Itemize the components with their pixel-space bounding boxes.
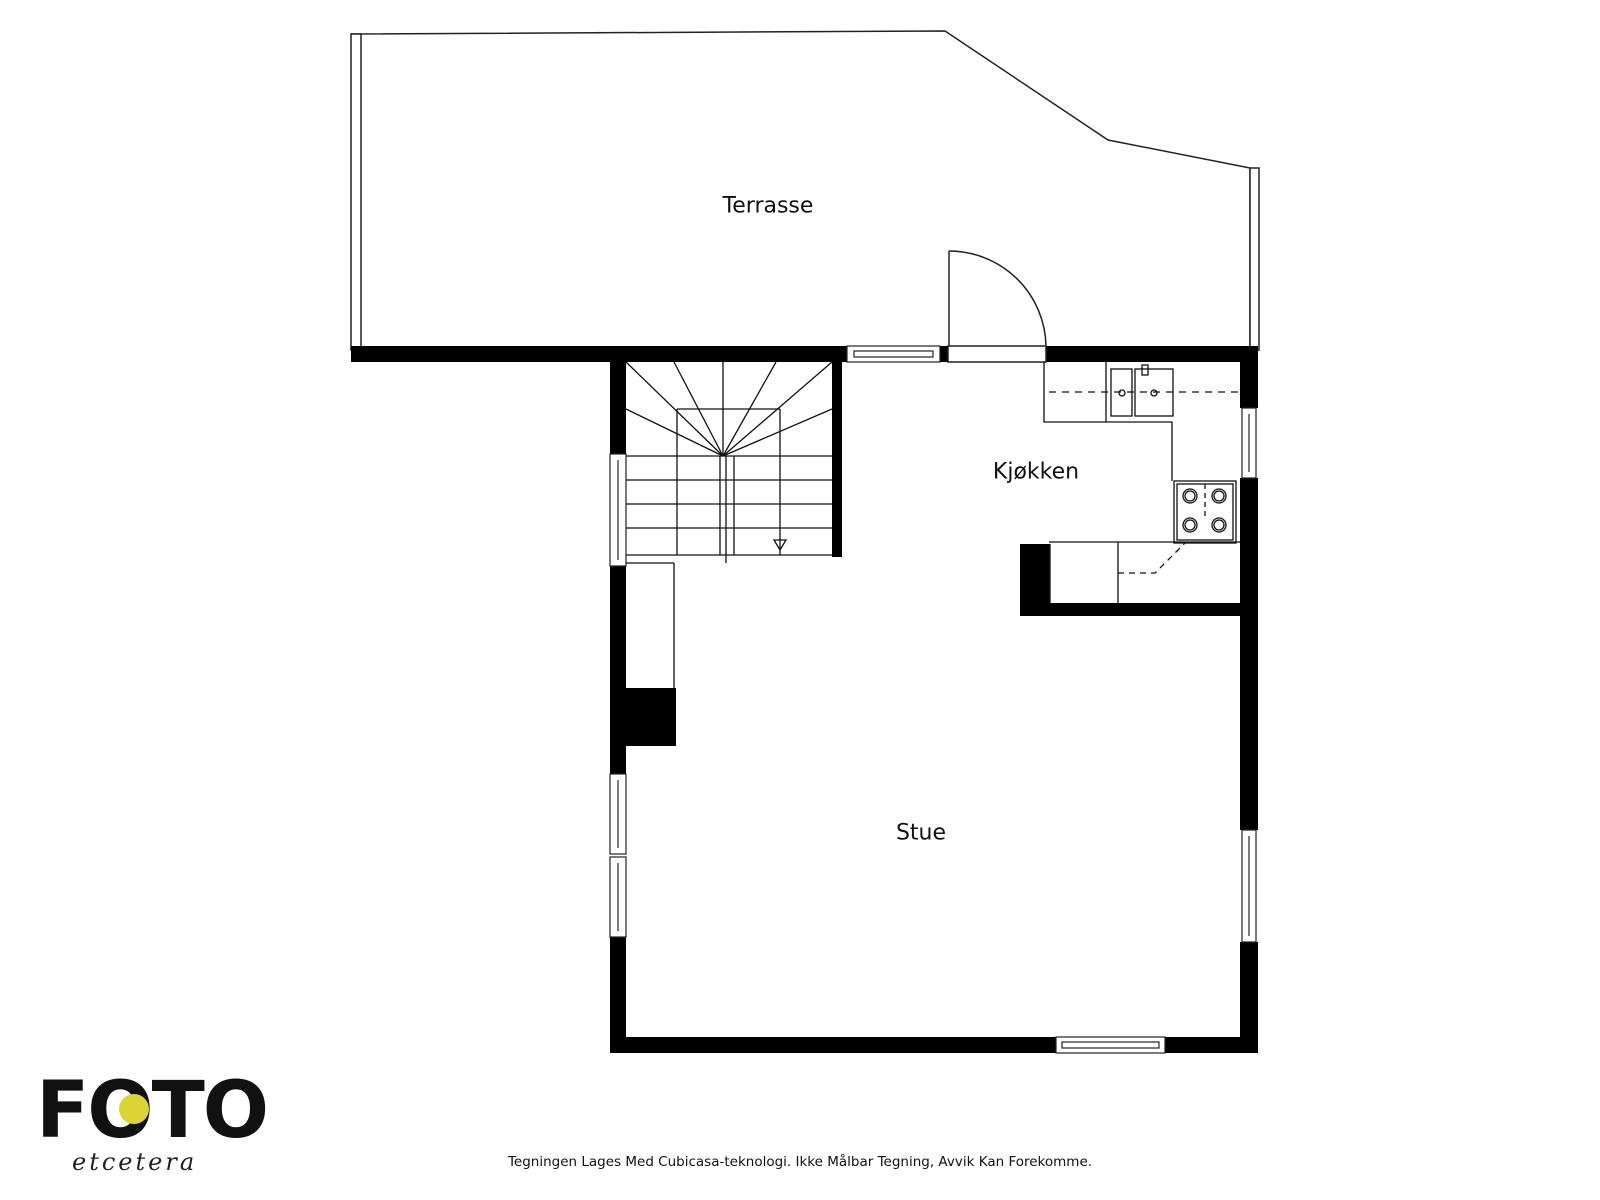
bottom-wall — [610, 1037, 1258, 1053]
right-windows — [1241, 407, 1257, 943]
room-label-stue: Stue — [895, 820, 947, 846]
logo-subtext: etcetera — [72, 1148, 198, 1176]
room-label-terrasse: Terrasse — [722, 193, 814, 219]
left-windows — [609, 453, 627, 938]
stove — [1173, 480, 1237, 544]
window-top — [846, 345, 941, 363]
kitchen — [1020, 362, 1240, 616]
disclaimer-text: Tegningen Lages Med Cubicasa-teknologi. … — [507, 1154, 1093, 1170]
left-wall — [610, 346, 676, 1053]
top-wall — [351, 346, 1258, 362]
foto-etcetera-logo: FOTO etcetera — [36, 1066, 276, 1176]
staircase — [625, 361, 842, 688]
kitchen-sink — [1110, 364, 1174, 417]
terrace — [350, 30, 1260, 351]
room-label-kjokken: Kjøkken — [992, 459, 1080, 485]
window-bottom — [1055, 1036, 1166, 1054]
right-wall — [1240, 346, 1258, 1053]
logo-yellow-dot-icon — [119, 1094, 149, 1124]
terrace-door[interactable] — [947, 250, 1047, 363]
logo-wordmark: FOTO — [36, 1066, 269, 1156]
